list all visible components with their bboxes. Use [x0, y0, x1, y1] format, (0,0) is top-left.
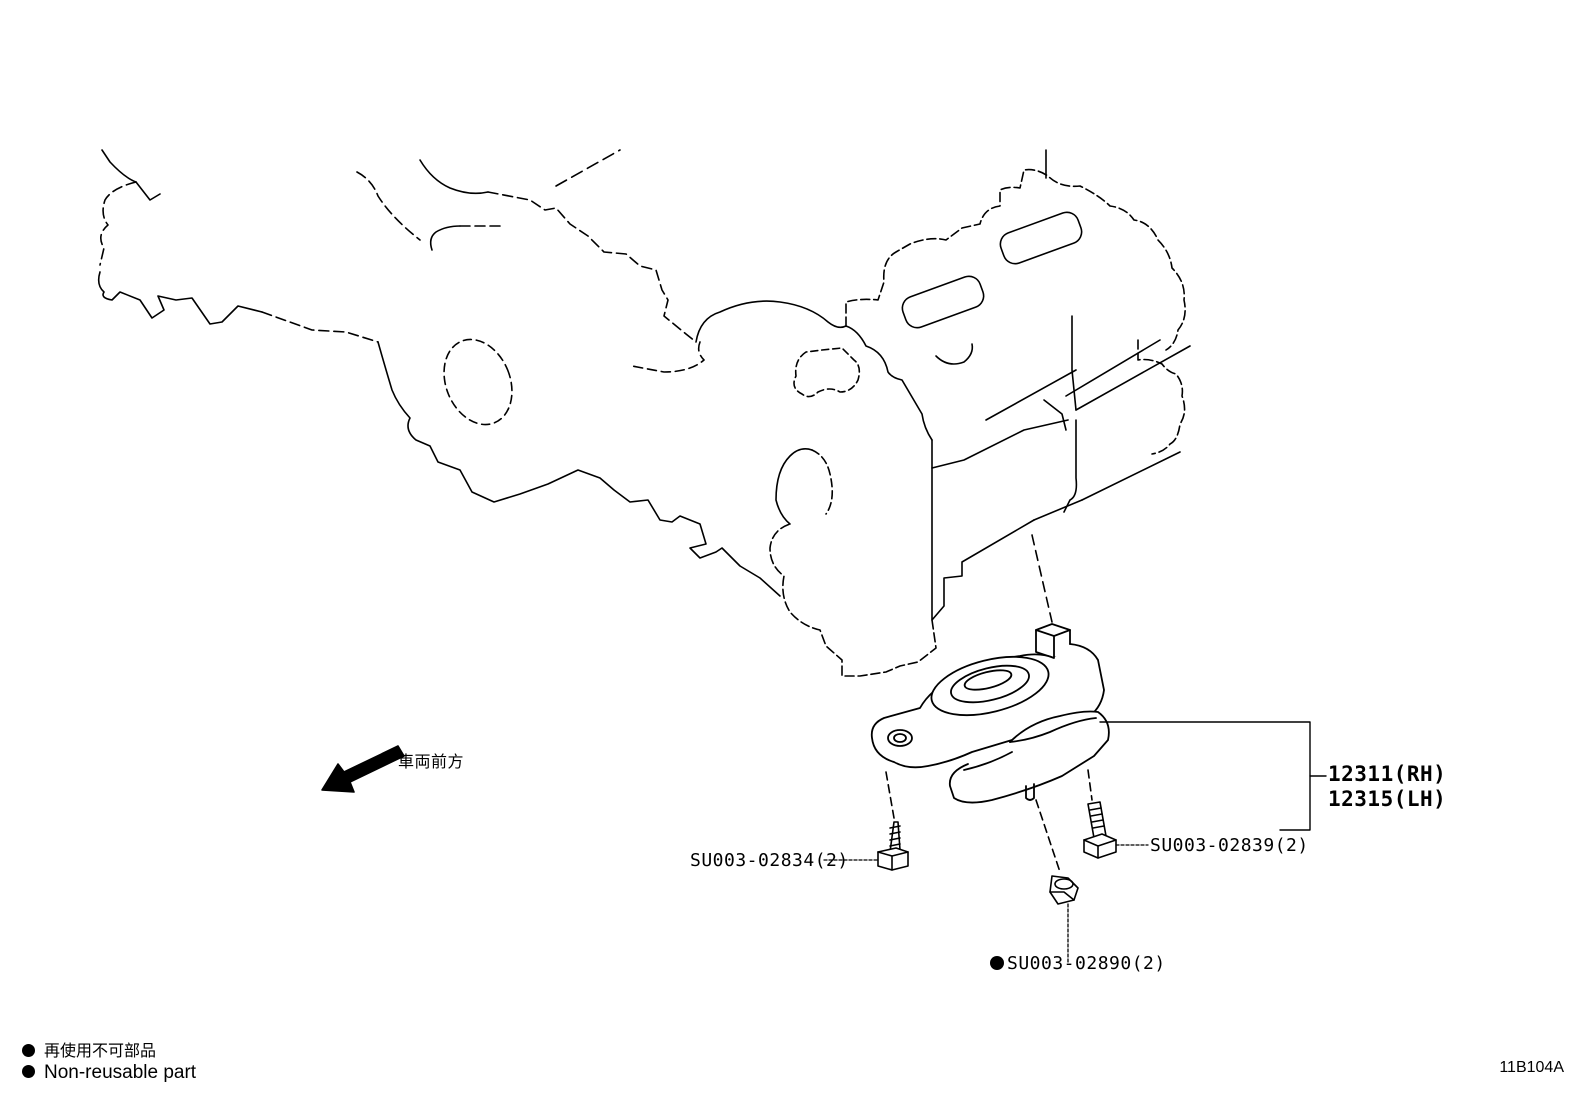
- nut-icon: [1035, 799, 1079, 963]
- part-number-lh[interactable]: 12315(LH): [1328, 787, 1447, 811]
- engine-phantom-outline: [97, 149, 1191, 677]
- front-direction-arrow-icon: [321, 745, 405, 793]
- diagram-code: 11B104A: [1499, 1059, 1564, 1076]
- bolt-left-icon: [877, 771, 909, 871]
- legend-dot-icon: [22, 1064, 35, 1078]
- vehicle-front-label: 車両前方: [398, 752, 465, 771]
- non-reusable-dot-icon: [990, 955, 1004, 970]
- bolt-right-part-number[interactable]: SU003-02839(2): [1150, 835, 1309, 856]
- part-number-rh[interactable]: 12311(RH): [1328, 762, 1447, 786]
- part-leader-bracket: [1099, 721, 1311, 831]
- engine-to-mount-centerline: [1031, 534, 1053, 623]
- nut-part-number-text: SU003-02890(2): [1007, 953, 1166, 974]
- legend-dot-icon: [22, 1043, 35, 1057]
- bolt-left-part-number[interactable]: SU003-02834(2): [690, 850, 849, 871]
- legend-jp: 再使用不可部品: [22, 1037, 156, 1061]
- bolt-right-icon: [1083, 769, 1117, 859]
- legend-en: Non-reusable part: [22, 1062, 196, 1084]
- engine-mount-part: [870, 623, 1110, 804]
- legend-en-text: Non-reusable part: [44, 1062, 197, 1083]
- nut-part-number[interactable]: SU003-02890(2): [990, 953, 1166, 974]
- legend-jp-text: 再使用不可部品: [44, 1041, 157, 1060]
